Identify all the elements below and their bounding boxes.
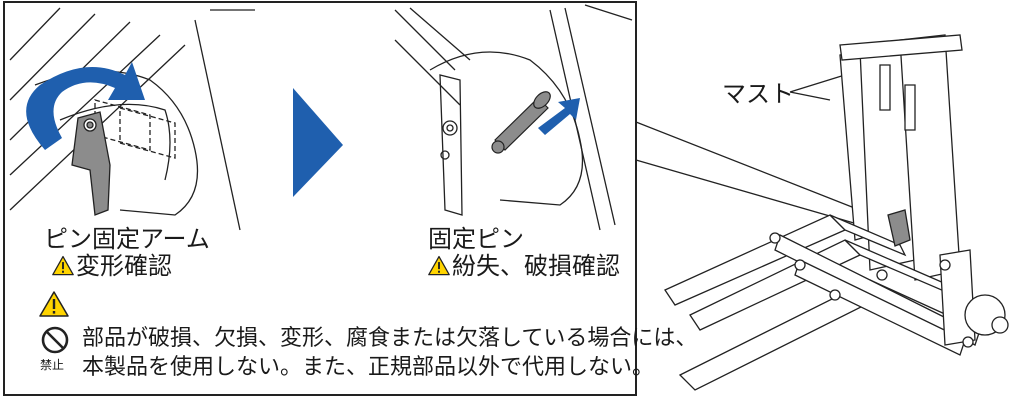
warning-icon <box>39 291 69 317</box>
fixing-pin <box>491 91 551 154</box>
warning-icon <box>52 255 74 276</box>
pin-check-text: 紛失、破損確認 <box>452 252 620 280</box>
prohibit-icon <box>41 326 69 354</box>
arm-check-label: 変形確認 <box>52 252 172 280</box>
rotate-arrow-icon <box>26 62 145 150</box>
notice-line-1: 部品が破損、欠損、変形、腐食または欠落している場合には、 <box>82 326 698 351</box>
notice-line-2: 本製品を使用しない。また、正規部品以外で代用しない。 <box>82 355 655 380</box>
pin-check-label: 紛失、破損確認 <box>428 252 620 280</box>
product-illustration <box>664 34 1009 391</box>
callout-lines <box>635 73 886 233</box>
next-step-arrow-icon <box>293 88 343 197</box>
arm-check-text: 変形確認 <box>76 252 172 280</box>
prohibit-label: 禁止 <box>40 358 65 372</box>
mast-label: マスト <box>722 80 794 108</box>
pin-illustration <box>394 4 633 231</box>
warning-icon <box>428 255 450 276</box>
pin-label: 固定ピン <box>428 225 524 253</box>
push-arrow-icon <box>538 98 580 135</box>
instruction-panel-frame <box>3 1 637 396</box>
pin-fixing-arm <box>71 111 111 216</box>
arm-label: ピン固定アーム <box>44 225 210 253</box>
